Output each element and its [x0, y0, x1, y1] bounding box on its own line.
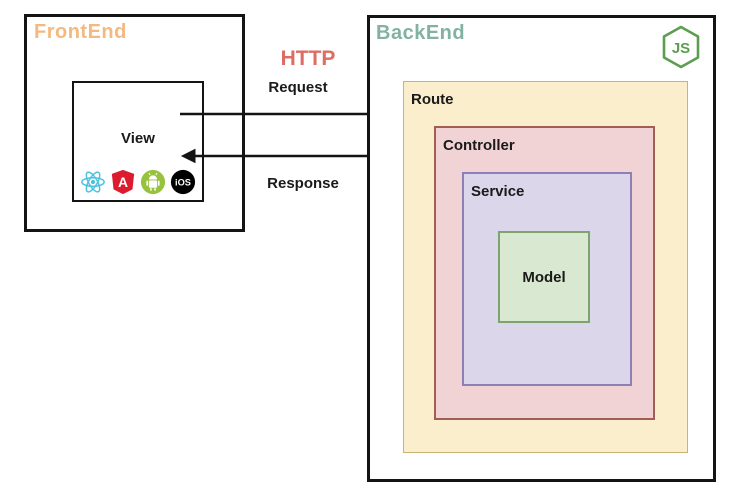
svg-text:iOS: iOS: [175, 178, 191, 188]
frontend-box: FrontEnd View A: [24, 14, 245, 232]
request-label: Request: [268, 79, 328, 96]
frontend-label: FrontEnd: [34, 21, 127, 43]
service-layer: Service Model: [462, 172, 632, 386]
model-layer: Model: [498, 231, 590, 323]
svg-text:JS: JS: [672, 40, 690, 57]
controller-label: Controller: [443, 137, 515, 154]
service-label: Service: [471, 183, 525, 200]
model-label: Model: [522, 268, 566, 286]
react-icon: [81, 171, 105, 193]
response-label: Response: [267, 175, 339, 192]
frontend-framework-icons: A: [74, 169, 202, 195]
nodejs-icon: JS: [662, 25, 700, 69]
ios-icon: iOS: [170, 169, 196, 195]
route-label: Route: [411, 91, 454, 108]
backend-label: BackEnd: [376, 22, 466, 44]
controller-layer: Controller Service Model: [434, 126, 655, 420]
view-label: View: [121, 130, 155, 147]
view-box: View A: [72, 81, 204, 202]
angular-icon: A: [111, 169, 135, 195]
svg-text:A: A: [118, 174, 128, 190]
http-label: HTTP: [280, 47, 336, 70]
android-icon: [140, 169, 166, 195]
route-layer: Route Controller Service Model: [403, 81, 688, 453]
backend-box: BackEnd JS Route Controller Service Mode…: [367, 15, 716, 482]
